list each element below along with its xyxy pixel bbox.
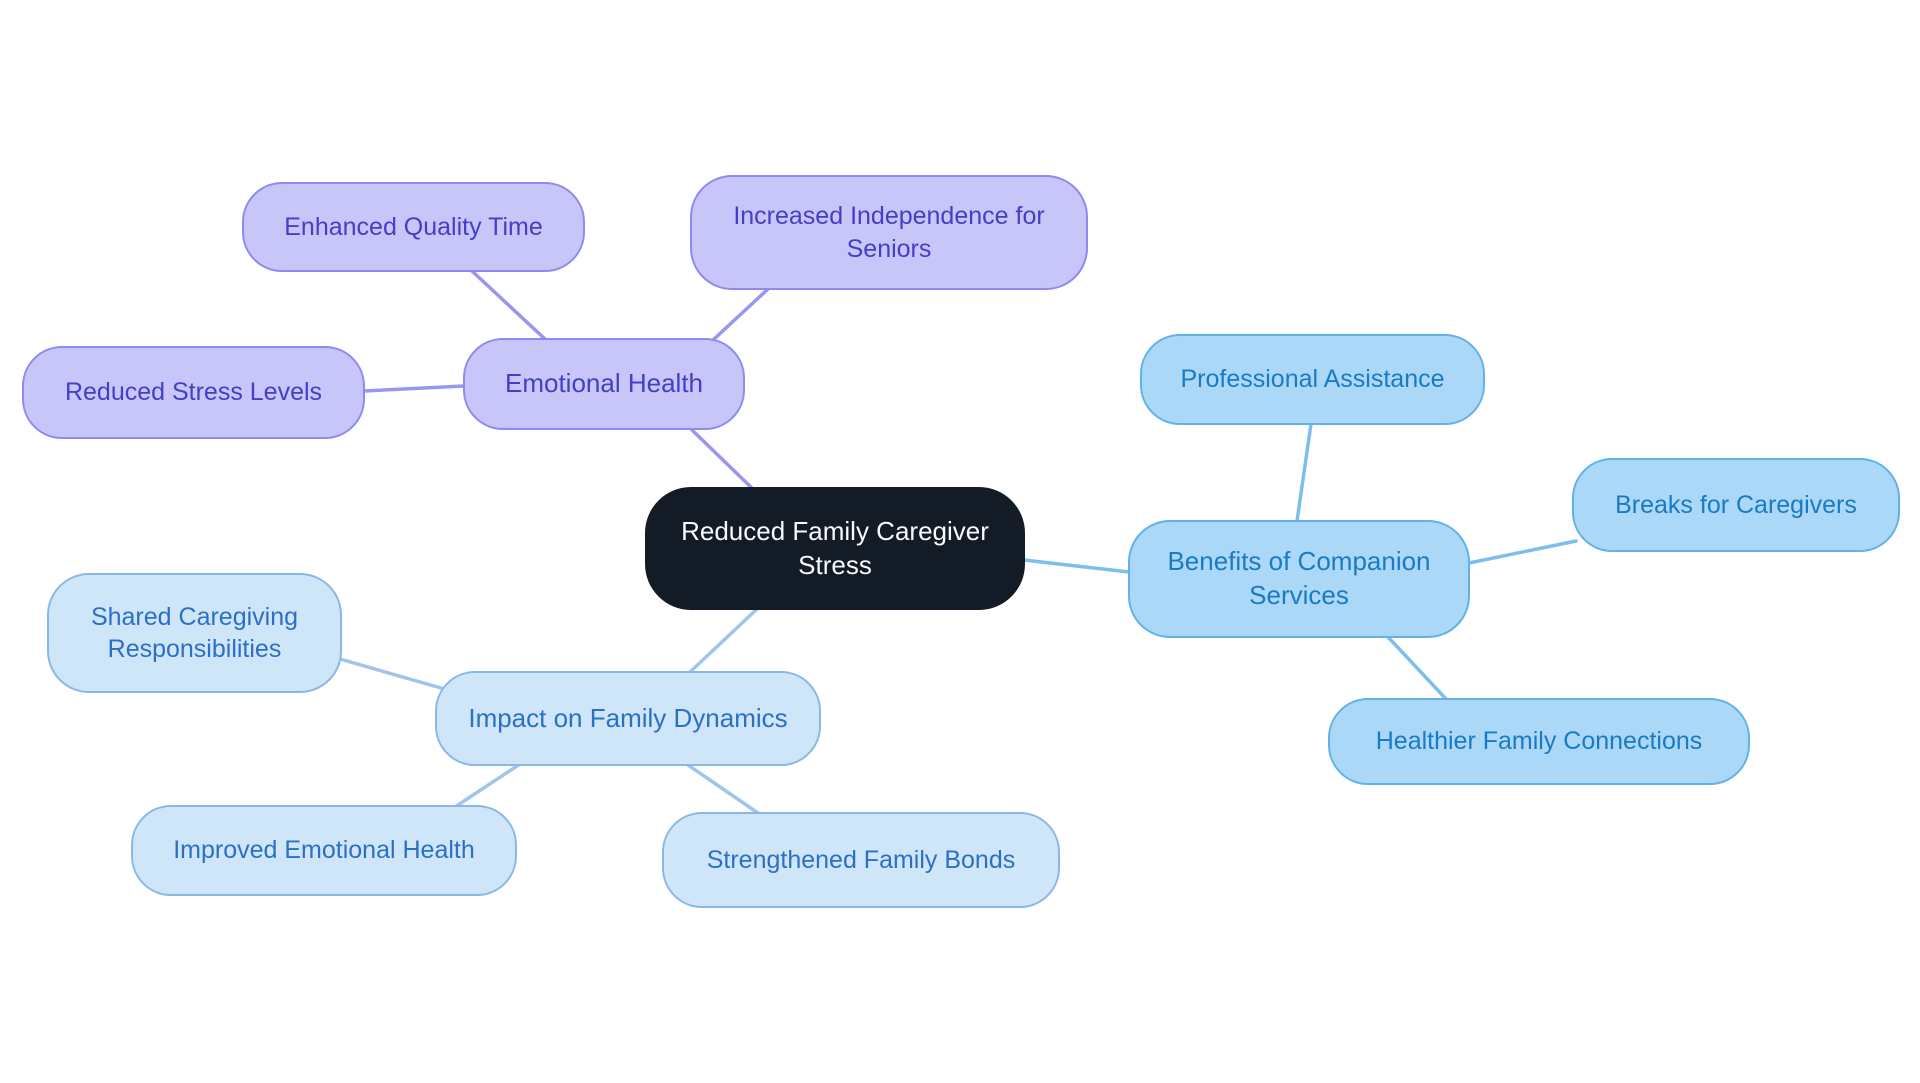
node-label: Benefits of Companion Services (1167, 546, 1431, 610)
node-label: Increased Independence for Seniors (733, 202, 1045, 263)
mindmap-node-enhanced-quality-time[interactable]: Enhanced Quality Time (242, 182, 585, 272)
edge-impact-on-family-dynamics-to-improved-emotional-health (453, 762, 522, 809)
edge-benefits-of-companion-services-to-breaks-for-caregivers (1467, 539, 1578, 565)
node-label: Breaks for Caregivers (1615, 490, 1857, 519)
mindmap-node-impact-on-family-dynamics[interactable]: Impact on Family Dynamics (435, 671, 821, 766)
node-label: Professional Assistance (1180, 365, 1445, 394)
node-label: Reduced Stress Levels (64, 378, 323, 407)
mindmap-node-benefits-of-companion-services[interactable]: Benefits of Companion Services (1128, 520, 1470, 638)
edge-root-to-impact-on-family-dynamics (687, 607, 759, 675)
mindmap-node-professional-assistance[interactable]: Professional Assistance (1140, 334, 1485, 425)
edge-benefits-of-companion-services-to-healthier-family-connections (1386, 635, 1448, 701)
node-label: Shared Caregiving Responsibilities (90, 602, 299, 664)
mindmap-node-root[interactable]: Reduced Family Caregiver Stress (645, 487, 1025, 610)
mindmap-node-improved-emotional-health[interactable]: Improved Emotional Health (131, 805, 517, 896)
node-label: Improved Emotional Health (173, 836, 475, 865)
mindmap-node-breaks-for-caregivers[interactable]: Breaks for Caregivers (1572, 458, 1900, 552)
mindmap-node-healthier-family-connections[interactable]: Healthier Family Connections (1328, 698, 1750, 785)
edge-increased-independence-for-seniors-to-emotional-health (711, 287, 770, 342)
node-label: Impact on Family Dynamics (468, 702, 788, 733)
edge-root-to-benefits-of-companion-services (1022, 558, 1131, 574)
node-label: Strengthened Family Bonds (706, 845, 1016, 874)
node-label: Enhanced Quality Time (284, 212, 543, 241)
edge-emotional-health-to-root (690, 428, 759, 495)
mindmap-node-emotional-health[interactable]: Emotional Health (463, 338, 745, 430)
node-label: Reduced Family Caregiver Stress (681, 515, 989, 580)
mindmap-node-strengthened-family-bonds[interactable]: Strengthened Family Bonds (662, 812, 1060, 908)
node-label: Healthier Family Connections (1375, 727, 1703, 756)
edge-professional-assistance-to-benefits-of-companion-services (1295, 422, 1313, 523)
edge-impact-on-family-dynamics-to-strengthened-family-bonds (686, 763, 760, 815)
edge-reduced-stress-levels-to-emotional-health (362, 384, 466, 393)
edge-shared-caregiving-responsibilities-to-impact-on-family-dynamics (338, 657, 450, 692)
mindmap-node-shared-caregiving-responsibilities[interactable]: Shared Caregiving Responsibilities (47, 573, 342, 693)
node-label: Emotional Health (505, 368, 703, 399)
mindmap-node-reduced-stress-levels[interactable]: Reduced Stress Levels (22, 346, 365, 439)
edge-enhanced-quality-time-to-emotional-health (470, 269, 548, 342)
mindmap-node-increased-independence-for-seniors[interactable]: Increased Independence for Seniors (690, 175, 1088, 290)
